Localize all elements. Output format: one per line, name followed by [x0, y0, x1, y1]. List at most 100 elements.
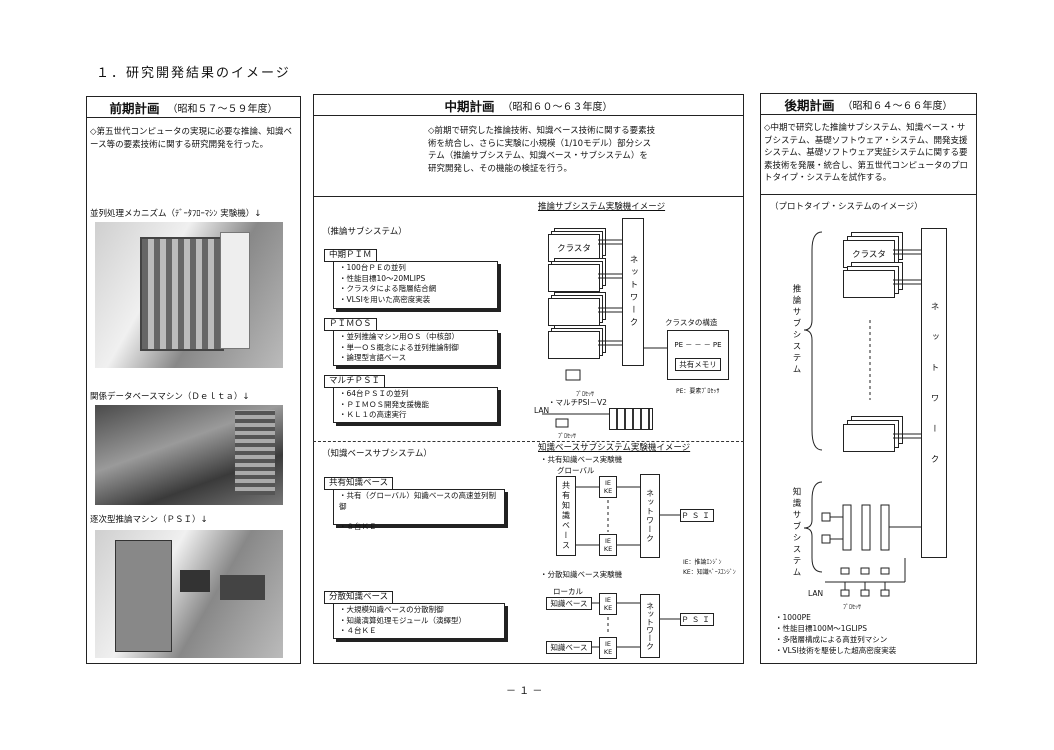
late-lan-label: LAN — [808, 589, 824, 598]
late-bullet: ・VLSI技術を駆使した超高密度実装 — [775, 646, 897, 655]
prototype-label: （プロトタイプ・システムのイメージ） — [770, 202, 923, 212]
ke-note: KE：知識ﾍﾞｰｽｴﾝｼﾞﾝ — [683, 569, 736, 576]
shared-kb-list: ・共有（グローバル）知識ベースの高速並列制御 ・８台ＫＥ — [333, 489, 505, 531]
shared-kb-item: ・８台ＫＥ — [339, 522, 377, 531]
shared-kb-item: ・共有（グローバル）知識ベースの高速並列制御 — [339, 491, 497, 511]
caption-dataflow-machine: 並列処理メカニズム（ﾃﾞｰﾀﾌﾛｰﾏｼﾝ 実験機）↓ — [90, 209, 262, 219]
late-plan-title: 後期計画 — [784, 97, 835, 113]
pim-item: ・性能目標10～20MLIPS — [339, 273, 426, 283]
cluster-label: クラスタ — [548, 234, 600, 262]
page-title: １．研究開発結果のイメージ — [96, 66, 291, 81]
multi-psi-v2-unit — [609, 408, 653, 430]
early-plan-header: 前期計画 （昭和５７～５９年度） — [86, 96, 301, 118]
kb-box-top: 知識ベース — [546, 597, 592, 610]
late-network-box: ネットワーク — [921, 228, 947, 558]
inference-lan-label: LAN — [534, 406, 550, 415]
psi-monitor-shape — [180, 570, 210, 592]
cabinet-shape — [235, 410, 275, 495]
pe-row: PE － － － PE — [674, 340, 722, 349]
processor-note-2: ﾌﾟﾛｾｯｻ — [558, 433, 577, 440]
shared-kb-box: 共有知識ベース — [556, 476, 576, 556]
global-label: グローバル — [557, 466, 595, 475]
multi-psi-item: ・64台ＰＳＩの並列 — [339, 389, 409, 398]
middle-divider-top — [313, 196, 744, 197]
cluster-stack-1: クラスタ — [548, 228, 608, 262]
pim-item: ・VLSIを用いた高密度実装 — [339, 294, 431, 304]
middle-section-divider — [313, 441, 744, 442]
psi-box-distributed: ＰＳＩ — [680, 613, 714, 626]
machine-door-shape — [220, 232, 250, 349]
pim-list: ・100台ＰＥの並列 ・性能目標10～20MLIPS ・クラスタによる階層結合網… — [333, 261, 498, 309]
middle-plan-description: ◇前期で研究した推論技術、知識ベース技術に関する要素技術を統合し、さらに実験に小… — [428, 126, 656, 174]
pe-note: PE：要素ﾌﾟﾛｾｯｻ — [676, 388, 720, 395]
processor-note: ﾌﾟﾛｾｯｻ — [576, 391, 595, 398]
middle-plan-years: （昭和６０～６３年度） — [502, 101, 613, 113]
knowledge-subsystem-label: （知識ベースサブシステム） — [322, 449, 432, 459]
knowledge-diagram-title: 知識ベースサブシステム実験機イメージ — [538, 443, 691, 453]
psi-cabinet-shape — [115, 540, 172, 652]
ie-label: IE — [604, 479, 612, 487]
shared-kb-tag: 共有知識ベース — [324, 477, 394, 490]
early-plan-years: （昭和５７～５９年度） — [167, 103, 278, 115]
cluster-stack-3 — [548, 292, 608, 326]
late-bullet: ・1000PE — [775, 613, 811, 622]
shared-kb-network-box: ネットワーク — [640, 474, 660, 558]
late-plan-years: （昭和６４～６６年度） — [842, 100, 953, 112]
ie-label: IE — [604, 537, 612, 545]
ke-label: KE — [603, 604, 613, 612]
cluster-structure-box: PE － － － PE 共有メモリ — [667, 330, 729, 380]
ke-label: KE — [603, 648, 613, 656]
ie-note: IE：推論ｴﾝｼﾞﾝ — [683, 559, 722, 566]
late-processor-note: ﾌﾟﾛｾｯｻ — [843, 604, 862, 611]
multi-psi-item: ・ＫＬ１の高速実行 — [339, 410, 407, 419]
ke-label: KE — [603, 487, 613, 495]
pimos-item: ・単一ＯＳ概念による並列推論制御 — [339, 342, 459, 352]
late-bullet: ・多階層構成による高並列マシン — [775, 635, 888, 644]
inference-diagram-title: 推論サブシステム実験機イメージ — [538, 202, 666, 212]
kb-box-bottom: 知識ベース — [546, 641, 592, 654]
psi-box-shared: ＰＳＩ — [680, 509, 714, 522]
late-plan-header: 後期計画 （昭和６４～６６年度） — [760, 93, 977, 115]
caption-psi-machine: 逐次型推論マシン（ＰＳＩ）↓ — [90, 515, 208, 525]
distributed-kb-item: ・大規模知識ベースの分散制御 — [339, 605, 444, 614]
late-bullet: ・性能目標100M～1GLIPS — [775, 624, 868, 633]
shared-memory-box: 共有メモリ — [675, 357, 721, 371]
pimos-item: ・並列推論マシン用ＯＳ（中核部） — [339, 332, 459, 341]
early-plan-description: ◇第五世代コンピュータの実現に必要な推論、知識ベース等の要素技術に関する研究開発… — [90, 127, 293, 150]
late-plan-description: ◇中期で研究した推論サブシステム、知識ベース・サブシステム、基礎ソフトウェア・シ… — [764, 123, 969, 183]
multi-psi-list: ・64台ＰＳＩの並列 ・ＰＩＭＯＳ開発支援機能 ・ＫＬ１の高速実行 — [333, 387, 498, 423]
page-number: － １ － — [506, 686, 543, 697]
machine-rack-shape — [140, 237, 224, 351]
multi-psi-item: ・ＰＩＭＯＳ開発支援機能 — [339, 399, 429, 409]
cluster-structure-title: クラスタの構造 — [665, 318, 718, 327]
ke-label: KE — [603, 545, 613, 553]
late-cluster-stack-mid — [843, 262, 903, 298]
knowledge-subsystem-vertical: 知識サブシステム — [791, 487, 801, 579]
pim-item: ・100台ＰＥの並列 — [339, 263, 406, 272]
pim-item: ・クラスタによる階層結合網 — [339, 284, 437, 293]
distributed-kb-item: ・４台ＫＥ — [339, 626, 377, 635]
caption-delta-machine: 関係データベースマシン（Ｄｅｌｔａ）↓ — [90, 392, 250, 402]
shared-kb-machine-title: ・共有知識ベース実験機 — [540, 455, 623, 464]
cluster-stack-2 — [548, 258, 608, 292]
distributed-kb-list: ・大規模知識ベースの分散制御 ・知識演算処理モジュール（演繹型） ・４台ＫＥ — [333, 603, 505, 639]
photo-psi-machine — [95, 530, 283, 658]
ie-label: IE — [604, 640, 612, 648]
pimos-item: ・論理型言語ベース — [339, 353, 407, 362]
distributed-kb-item: ・知識演算処理モジュール（演繹型） — [339, 615, 466, 625]
inference-network-box: ネットワーク — [622, 218, 644, 366]
cluster-stack-4 — [548, 325, 608, 359]
pimos-list: ・並列推論マシン用ＯＳ（中核部） ・単一ＯＳ概念による並列推論制御 ・論理型言語… — [333, 330, 498, 366]
photo-delta-machine — [95, 405, 283, 505]
middle-plan-title: 中期計画 — [444, 98, 495, 114]
late-bullets: ・1000PE ・性能目標100M～1GLIPS ・多階層構成による高並列マシン… — [775, 612, 970, 656]
psi-printer-shape — [220, 575, 265, 600]
multi-psi-v2-label: ・マルチPSI－V2 — [548, 398, 607, 407]
early-plan-title: 前期計画 — [109, 100, 160, 116]
inference-subsystem-vertical: 推論サブシステム — [791, 284, 801, 376]
ie-label: IE — [604, 596, 612, 604]
